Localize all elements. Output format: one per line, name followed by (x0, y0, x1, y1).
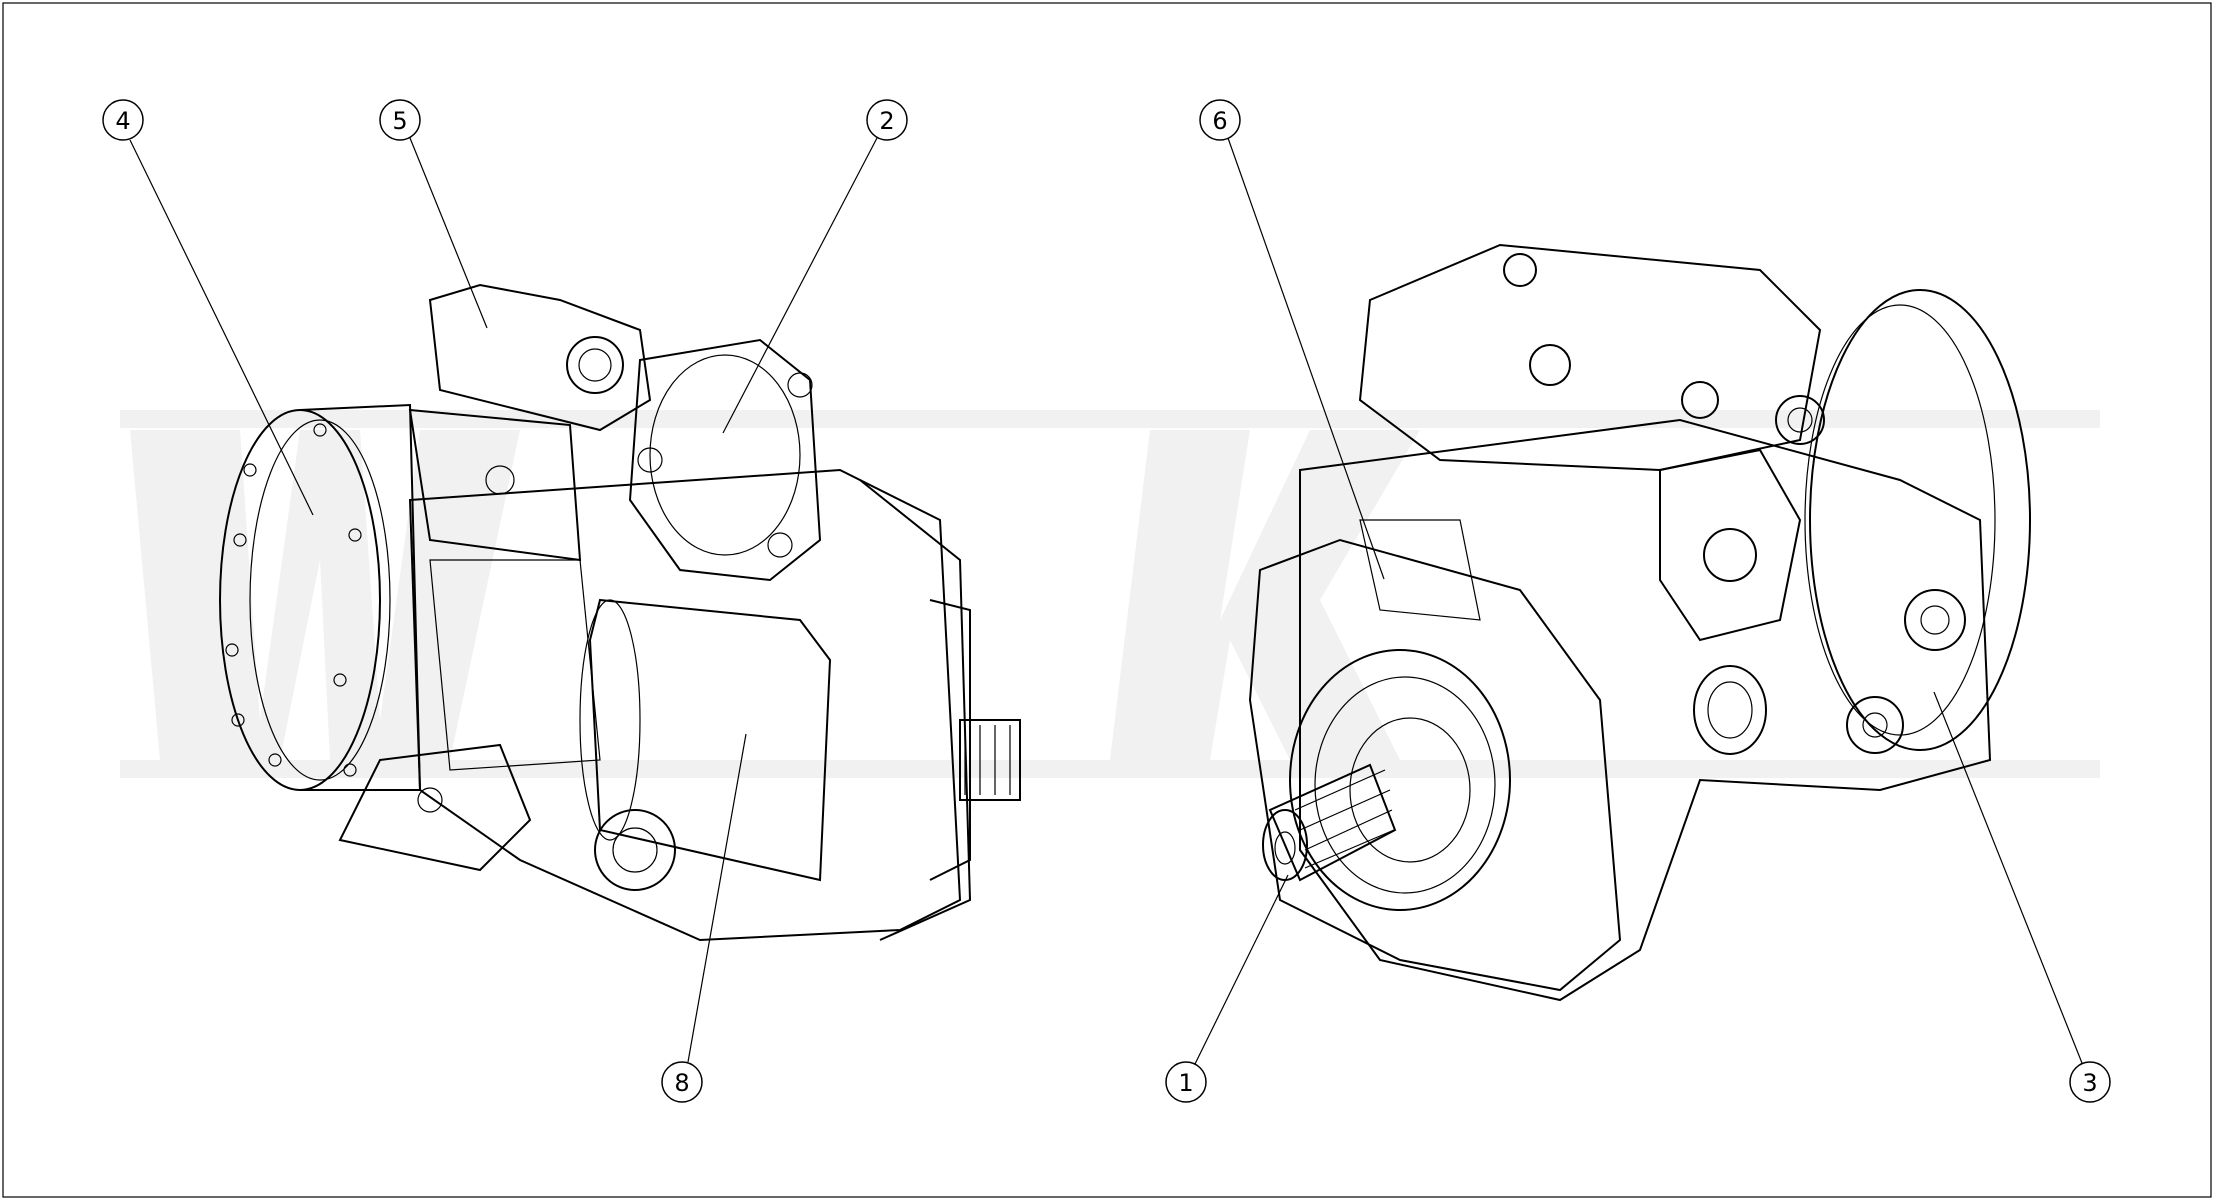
callout-4: 4 (102, 99, 314, 516)
svg-text:4: 4 (115, 107, 130, 135)
svg-text:2: 2 (879, 107, 894, 135)
svg-text:3: 3 (2082, 1069, 2097, 1097)
svg-text:1: 1 (1178, 1069, 1193, 1097)
callout-1: 1 (1165, 874, 1289, 1103)
callout-2: 2 (722, 99, 908, 434)
callouts: 4 5 2 6 8 1 3 (102, 99, 2111, 1103)
cover-bolts (225, 423, 362, 777)
svg-text:5: 5 (392, 107, 407, 135)
callout-3: 3 (1933, 691, 2111, 1103)
callout-5: 5 (379, 99, 488, 329)
callout-6: 6 (1199, 99, 1385, 580)
pump-right-view (1248, 243, 2031, 1002)
pump-left-view (219, 283, 1021, 942)
svg-text:6: 6 (1212, 107, 1227, 135)
callout-8: 8 (661, 733, 747, 1103)
svg-text:8: 8 (674, 1069, 689, 1097)
